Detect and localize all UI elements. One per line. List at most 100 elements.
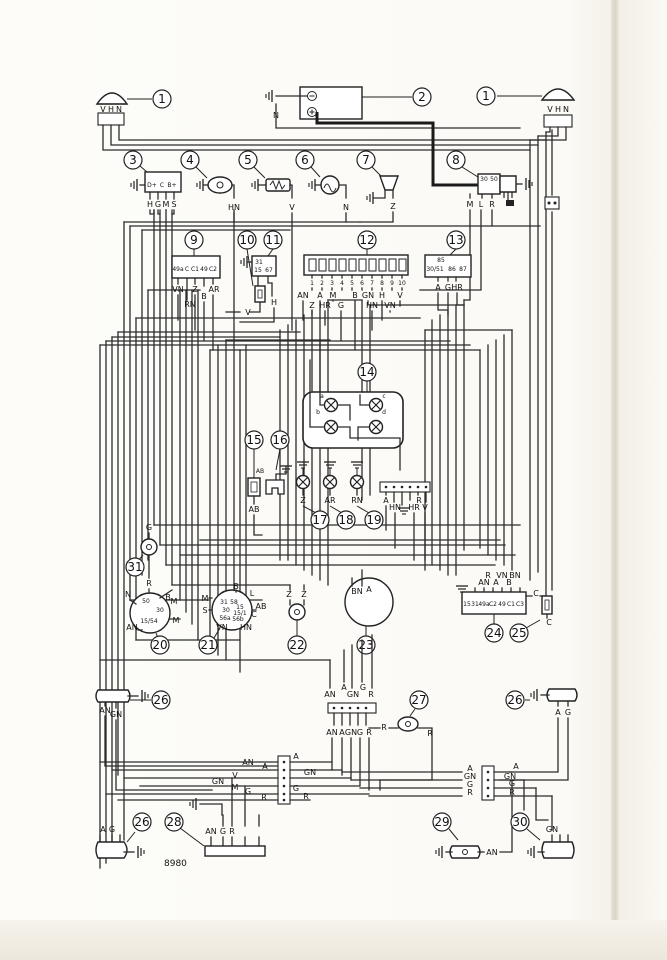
component-20: 50 30 15/54 R N AN M B M 20 (125, 579, 181, 655)
wire-label: Z (300, 496, 306, 505)
wire-label: RN (184, 300, 196, 309)
wire-label: AN (478, 578, 489, 587)
svg-text:C: C (160, 182, 164, 189)
wire-label: G (146, 523, 152, 532)
wire-label: HR (319, 301, 331, 310)
terminal: 5 (350, 280, 354, 287)
label-26: 26 (507, 693, 522, 707)
wire-label: HR (451, 283, 463, 292)
wire-label: GN (546, 825, 558, 834)
svg-text:GN: GN (304, 768, 316, 777)
diagram-code: 8980 (164, 859, 187, 869)
wire-label: A (493, 578, 499, 587)
wire-label: B (352, 291, 358, 300)
component-13-relay: 13 85 30/51 86 87 A G HR (424, 230, 472, 316)
wire-label: S (202, 606, 207, 615)
label-29: 28 (166, 815, 181, 829)
sub-b: b (316, 409, 320, 416)
wire-label: R (229, 827, 235, 836)
svg-text:R: R (427, 729, 433, 738)
terminal: C (185, 266, 189, 273)
component-23: BN A 23 (344, 569, 394, 655)
terminal: 49 (200, 266, 208, 273)
label-16: 16 (272, 433, 287, 447)
terminal: 31 (220, 599, 228, 606)
terminal: C1 (191, 266, 199, 273)
label-27: 27 (411, 693, 426, 707)
wire-label: VN (384, 301, 395, 310)
wire-label: BN (509, 571, 520, 580)
terminal: 56b (232, 616, 244, 623)
wire-label: AN (297, 291, 308, 300)
wire-label: VN (172, 285, 183, 294)
terminal: 15/1 (233, 610, 247, 617)
terminal: 6 (360, 280, 364, 287)
wire-label: AN (126, 623, 137, 632)
component-16: 16 (265, 430, 293, 495)
component-28: A G 26 (95, 812, 152, 859)
wire-label: HN (366, 301, 378, 310)
page-spine (611, 0, 619, 960)
terminal: C2 (489, 601, 497, 608)
harness-horizontals (99, 221, 541, 661)
sub-d: d (382, 409, 386, 416)
label-28: 26 (134, 815, 149, 829)
component-14-panel: 14 a b c d (302, 339, 404, 471)
component-4: 4 HN (180, 150, 240, 223)
wire-label: R (261, 793, 267, 802)
wire-label: A (555, 708, 561, 717)
wire-label: R (368, 690, 374, 699)
label-11: 11 (265, 233, 280, 247)
component-21: 31 58 30 15 15/1 56a 56b M S VN B HN L C… (198, 582, 266, 655)
wire-label: M (232, 783, 239, 792)
svg-text:G: G (357, 728, 363, 737)
terminal: 8 (380, 280, 384, 287)
terminal: 15/54 (140, 618, 157, 625)
wire-label: M (163, 200, 170, 209)
wire-label: HN (240, 623, 252, 632)
wire-label: A (467, 764, 473, 773)
svg-text:A: A (293, 752, 299, 761)
component-12-fusebox: 12 1 2 3 4 5 6 7 8 9 10 AN Z A HR (297, 230, 409, 351)
wire-label: AR (208, 285, 219, 294)
terminal: C1 (507, 601, 515, 608)
terminal: 56a (219, 615, 231, 622)
wire-label: V (289, 203, 295, 212)
wire-label: S (171, 200, 176, 209)
wire-label: H (271, 298, 277, 307)
wire-label: H (379, 291, 385, 300)
component-10: 10 V (225, 230, 266, 317)
terminal: 30/51 (426, 266, 443, 273)
sub-c: c (382, 393, 385, 400)
component-8-starter: 8 30 50 M L R (419, 150, 560, 301)
svg-text:A: A (339, 728, 345, 737)
wire-label: V (547, 105, 553, 114)
label-8: 8 (452, 153, 460, 167)
wire-label: GN (347, 690, 359, 699)
terminal: 50 (490, 176, 498, 183)
component-24: 15 31 49a C2 49 C1 C3 AN A R VN B BN C 2… (455, 571, 547, 643)
label-7: 7 (362, 153, 370, 167)
wire-label: G (445, 283, 451, 292)
label-3: 3 (129, 153, 137, 167)
wire-label: Z (301, 590, 307, 599)
label-10: 10 (239, 233, 254, 247)
terminal: 49a (172, 266, 184, 273)
wire-label: A (366, 585, 372, 594)
wire-label: V (100, 105, 106, 114)
label-14: 14 (359, 365, 374, 379)
wire-label: N (125, 590, 131, 599)
wire-label: G (155, 200, 161, 209)
wire-label: C (533, 589, 539, 598)
connector-bus: A HN R HR V (379, 481, 431, 571)
wire-label: H (147, 200, 153, 209)
terminal: 87 (459, 266, 467, 273)
wire-label: Z (286, 590, 292, 599)
component-32: G 31 (125, 523, 158, 579)
wire-label: B (506, 578, 512, 587)
wire-label: R (146, 579, 152, 588)
label-15: 15 (246, 433, 261, 447)
svg-text:AN: AN (326, 728, 337, 737)
terminal: 67 (265, 267, 273, 274)
